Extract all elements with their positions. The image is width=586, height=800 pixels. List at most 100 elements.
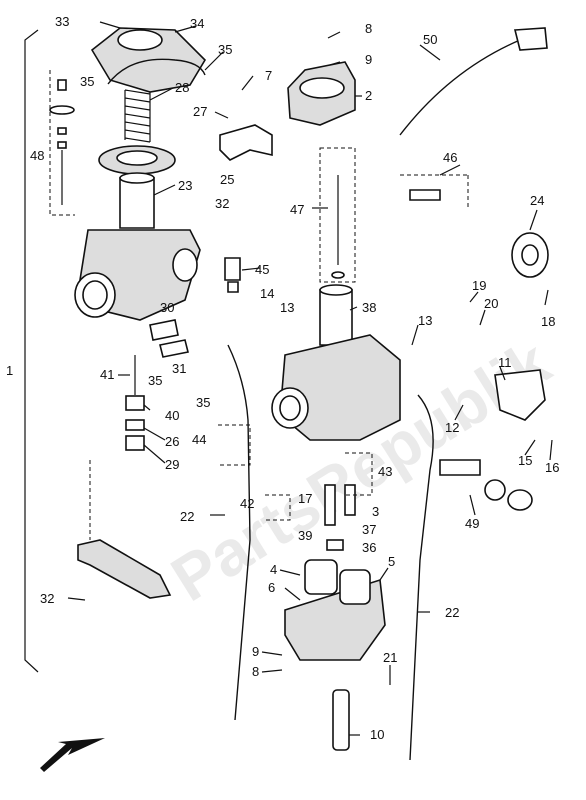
diaphragm-plate: [116, 150, 158, 166]
callout-22-right: 22: [445, 605, 459, 620]
main-jet: [324, 484, 336, 526]
callout-41: 41: [100, 367, 114, 382]
callout-11: 11: [498, 355, 512, 370]
callout-17: 17: [298, 491, 312, 506]
float: [304, 559, 338, 595]
kit-box-44: [218, 424, 251, 466]
choke-cap: [484, 479, 506, 501]
callout-33: 33: [55, 14, 69, 29]
right-carburetor-group: [219, 27, 549, 751]
callout-4: 4: [270, 562, 277, 577]
nut-29: [125, 435, 145, 451]
callout-3: 3: [372, 504, 379, 519]
throttle-spring: [124, 89, 151, 143]
callout-36: 36: [362, 540, 376, 555]
callout-35-right: 35: [196, 395, 210, 410]
callout-labels: 1 2 3 4 5 6 7 8 8 9 9 10 11 12 13 13 14 …: [6, 14, 559, 742]
mounting-bracket: [77, 539, 172, 599]
callout-15: 15: [518, 453, 532, 468]
throttle-pulley-inner: [521, 244, 539, 266]
piston-top: [119, 172, 155, 184]
pilot-screw-2: [227, 281, 239, 293]
kit-box-42: [265, 494, 291, 521]
callout-7: 7: [265, 68, 272, 83]
right-piston-top: [319, 284, 353, 296]
callout-34: 34: [190, 16, 204, 31]
vent-hose-left: [227, 344, 251, 721]
seal-kit-parts: [409, 189, 441, 201]
callout-16: 16: [545, 460, 559, 475]
vent-hose-right: [409, 394, 434, 761]
callout-30: 30: [160, 300, 174, 315]
pilot-screw: [224, 257, 241, 281]
top-cover-cap: [117, 29, 163, 51]
callout-49: 49: [465, 516, 479, 531]
callout-28: 28: [175, 80, 189, 95]
choke-cap-2: [507, 489, 533, 511]
throttle-lever: [494, 369, 546, 421]
float-2: [339, 569, 371, 605]
callout-40: 40: [165, 408, 179, 423]
throttle-cable: [399, 39, 521, 136]
callout-20: 20: [484, 296, 498, 311]
pilot-jet: [344, 484, 356, 516]
callout-10: 10: [370, 727, 384, 742]
throttle-link: [219, 124, 273, 161]
callout-31: 31: [172, 361, 186, 376]
callout-32-lower: 32: [40, 591, 54, 606]
jet-needle-kit: [49, 70, 75, 216]
callout-39: 39: [298, 528, 312, 543]
callout-25: 25: [220, 172, 234, 187]
callout-26: 26: [165, 434, 179, 449]
callout-1: 1: [6, 363, 13, 378]
callout-45: 45: [255, 262, 269, 277]
callout-8-top: 8: [365, 21, 372, 36]
cable-end: [513, 27, 548, 51]
callout-37: 37: [362, 522, 376, 537]
choke-plunger-left: [149, 319, 179, 341]
leader-lines: [67, 21, 553, 736]
callout-9-top: 9: [365, 52, 372, 67]
callout-9-bottom: 9: [252, 644, 259, 659]
needle-kit-box: [319, 147, 356, 283]
left-carb-intake-inner: [82, 280, 108, 310]
callout-19: 19: [472, 278, 486, 293]
left-carb-outlet: [172, 248, 198, 282]
right-vacuum-piston: [319, 289, 353, 346]
callout-42: 42: [240, 496, 254, 511]
drain-tube: [332, 689, 350, 751]
callout-35-left: 35: [80, 74, 94, 89]
callout-46: 46: [443, 150, 457, 165]
callout-2: 2: [365, 88, 372, 103]
callout-48: 48: [30, 148, 44, 163]
callout-5: 5: [388, 554, 395, 569]
callout-13-right: 13: [418, 313, 432, 328]
washer-26: [125, 419, 145, 431]
left-carburetor-group: [49, 27, 241, 599]
cover-breather-hose: [107, 58, 206, 85]
vacuum-piston: [119, 177, 155, 229]
callout-12: 12: [445, 420, 459, 435]
callout-32-upper: 32: [215, 196, 229, 211]
jet-washer: [326, 539, 344, 551]
callout-27: 27: [193, 104, 207, 119]
assembly-bracket-1: [24, 29, 39, 673]
callout-44: 44: [192, 432, 206, 447]
nut-40: [125, 395, 145, 411]
right-top-cap-inner: [299, 77, 345, 99]
callout-29: 29: [165, 457, 179, 472]
callout-18: 18: [541, 314, 555, 329]
needle-clip: [331, 271, 345, 279]
callout-22-left: 22: [180, 509, 194, 524]
seal-kit-bracket: [400, 174, 469, 210]
callout-35-top: 35: [218, 42, 232, 57]
callout-24: 24: [530, 193, 544, 208]
callout-14: 14: [260, 286, 274, 301]
choke-plunger-left-2: [159, 339, 189, 358]
callout-8-bottom: 8: [252, 664, 259, 679]
front-direction-arrow: [40, 738, 105, 772]
callout-47: 47: [290, 202, 304, 217]
callout-21: 21: [383, 650, 397, 665]
callout-38: 38: [362, 300, 376, 315]
